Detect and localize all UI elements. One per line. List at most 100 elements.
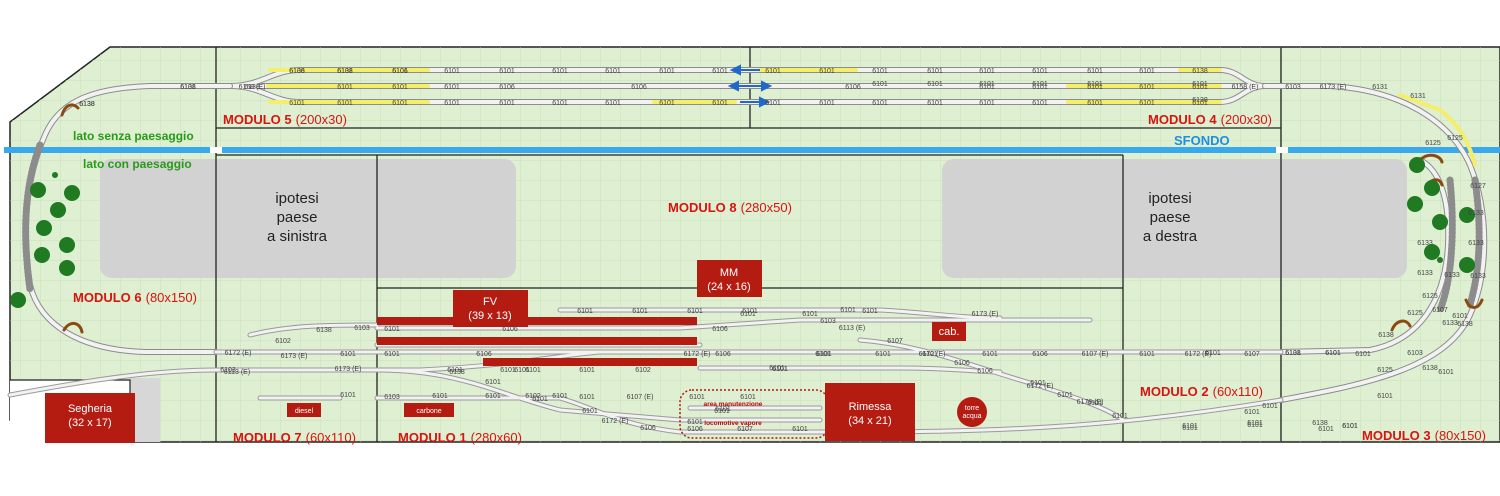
- track-code-label: 6101: [819, 68, 835, 75]
- track-code-label: 6125: [1422, 293, 1438, 300]
- track-code-label: 6106: [289, 68, 305, 75]
- modulo-5-label: MODULO 5(200x30): [223, 112, 347, 127]
- track-code-label: 6101: [872, 68, 888, 75]
- track-code-label: 6101: [1032, 68, 1048, 75]
- track-code-label: 6101: [715, 406, 731, 413]
- track-code-label: 6106: [392, 68, 408, 75]
- track-code-label: 6101: [1112, 413, 1128, 420]
- track-code-label: 6101: [687, 308, 703, 315]
- track-code-labels: 6138 6101 6101 6158 (E) 6138 6101 6101 6101 6101…: [79, 68, 1486, 433]
- rimessa-building: [825, 383, 915, 441]
- modulo-1-label: MODULO 1(280x60): [398, 430, 522, 445]
- track-code-label: 6101: [485, 379, 501, 386]
- platform-3: [483, 358, 697, 366]
- track-code-label: 6173 (E): [281, 353, 308, 360]
- track-code-label: 6102: [525, 393, 541, 400]
- track-code-label: 6101: [1182, 423, 1198, 430]
- track-code-label: 6158 (E): [1232, 84, 1259, 91]
- track-code-label: 6101: [340, 351, 356, 358]
- track-code-label: 6101: [687, 419, 703, 426]
- track-code-label: 6138: [1422, 365, 1438, 372]
- track-code-label: 6133: [1444, 272, 1460, 279]
- track-code-label: 6125: [1407, 310, 1423, 317]
- track-code-label: 6101: [337, 68, 353, 75]
- track-code-label: 6101: [765, 68, 781, 75]
- modulo-3-label: MODULO 3(80x150): [1362, 428, 1486, 443]
- track-code-label: 6133: [1442, 320, 1458, 327]
- track-code-label: 6138: [1192, 97, 1208, 104]
- svg-text:locomotive vapore: locomotive vapore: [704, 420, 762, 427]
- track-code-label: 6158 (E): [239, 84, 266, 91]
- svg-text:carbone: carbone: [416, 408, 441, 415]
- track-code-label: 6101: [1087, 84, 1103, 91]
- module-link-arrows: [727, 64, 773, 108]
- modulo-7-label: MODULO 7(60x110): [233, 430, 356, 445]
- track-code-label: 6172 (E): [1027, 383, 1054, 390]
- track-code-label: 6101: [582, 408, 598, 415]
- track-code-label: 6101: [979, 84, 995, 91]
- track-code-label: 6101: [1244, 409, 1260, 416]
- track-code-label: 6101: [337, 84, 353, 91]
- svg-text:(39 x 13): (39 x 13): [468, 310, 511, 322]
- town-right-label: ipotesi paese a destra: [1143, 190, 1198, 245]
- track-code-label: 6113 (E): [224, 369, 250, 376]
- track-code-label: 6101: [1192, 84, 1208, 91]
- svg-text:FV: FV: [483, 296, 498, 308]
- track-code-label: 6125: [1425, 140, 1441, 147]
- track-code-label: 6101: [392, 84, 408, 91]
- track-code-label: 6106: [687, 426, 703, 433]
- town-left-label: ipotesi paese a sinistra: [267, 190, 328, 245]
- lato-con-label: lato con paesaggio: [83, 157, 192, 171]
- track-code-label: 6101: [927, 100, 943, 107]
- track-code-label: 6101: [289, 100, 305, 107]
- track-code-label: 6102: [635, 367, 651, 374]
- modulo-6-label: MODULO 6(80x150): [73, 290, 197, 305]
- track-code-label: 6101: [772, 366, 788, 373]
- track-code-label: 6101: [1182, 425, 1198, 432]
- svg-text:cab.: cab.: [939, 326, 960, 338]
- carbone-building: [404, 403, 454, 417]
- track-code-label: 6101: [1438, 369, 1454, 376]
- track-code-label: 6172 (E): [684, 351, 711, 358]
- track-code-label: 6101: [1325, 350, 1341, 357]
- track-code-label: 6101: [1247, 422, 1263, 429]
- track-code-label: 6107: [1244, 351, 1260, 358]
- track-code-label: 6101: [605, 68, 621, 75]
- maintenance-label: area manutenzione locomotive vapore: [704, 401, 763, 427]
- track-code-label: 6101: [772, 366, 788, 373]
- track-code-label: 6101: [552, 100, 568, 107]
- modulo-8-label: MODULO 8(280x50): [668, 200, 792, 215]
- track-code-label: 6173 (E): [972, 311, 999, 318]
- maintenance-area: [679, 389, 829, 439]
- track-code-label: 6101: [659, 68, 675, 75]
- track-code-label: 6103: [354, 325, 370, 332]
- buildings: [45, 260, 987, 443]
- svg-text:acqua: acqua: [962, 413, 981, 420]
- platform-1: [377, 317, 697, 325]
- track-code-label: 6106: [977, 368, 993, 375]
- track-code-label: 6172 (E): [1185, 351, 1212, 358]
- diesel-building: [287, 403, 321, 417]
- track-code-label: 6101: [392, 68, 408, 75]
- track-code-label: 6173 (E): [1320, 84, 1347, 91]
- track-code-label: 6101: [447, 367, 463, 374]
- track-code-label: 6101: [1452, 313, 1468, 320]
- track-code-label: 6101: [1325, 350, 1341, 357]
- track-code-label: 6107: [887, 338, 903, 345]
- track-code-label: 6101: [577, 308, 593, 315]
- track-code-label: 6106: [954, 360, 970, 367]
- track-code-label: 6101: [712, 100, 728, 107]
- torre-acqua: [957, 397, 987, 427]
- track-code-label: 6101: [872, 100, 888, 107]
- track-code-label: 6101: [1087, 81, 1103, 88]
- track-code-label: 6101: [579, 367, 595, 374]
- svg-text:ipotesi: ipotesi: [1148, 190, 1191, 207]
- svg-text:paese: paese: [1150, 209, 1191, 226]
- track-code-label: 6101: [1192, 81, 1208, 88]
- track-code-label: 6138: [79, 101, 95, 108]
- track-code-label: 6101: [499, 68, 515, 75]
- track-code-label: 6101: [1139, 68, 1155, 75]
- track-code-label: 6106: [712, 326, 728, 333]
- track-code-label: 6133: [1417, 270, 1433, 277]
